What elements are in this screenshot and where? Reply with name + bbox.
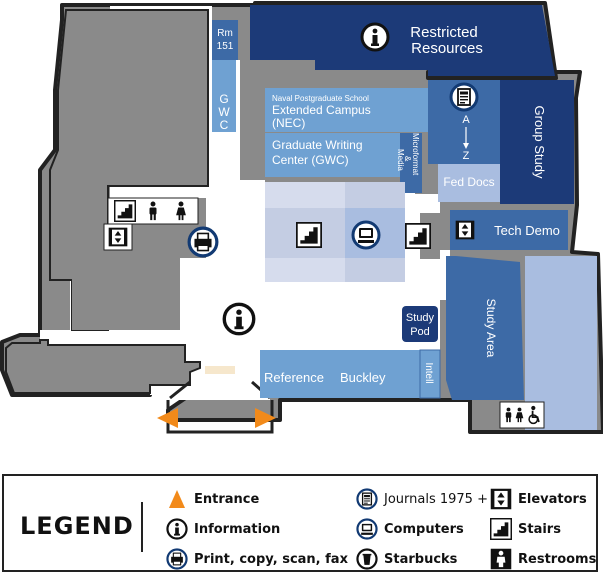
east-stack-area (525, 256, 597, 430)
gwc-side-room[interactable]: G W C (212, 60, 236, 132)
entrance-icon (166, 488, 188, 510)
information-icon (166, 518, 188, 540)
journals-z-label: Z (463, 150, 470, 162)
print-station-icon[interactable] (187, 226, 219, 258)
legend-print: Print, copy, scan, fax (166, 548, 348, 570)
west-amenities (103, 197, 199, 251)
tech-demo-label: Tech Demo (494, 223, 560, 238)
restricted-resources-room[interactable]: Restricted Resources (250, 5, 555, 76)
entrance-arrow-left-icon (157, 408, 178, 428)
study-area-label: Study Area (484, 299, 498, 358)
journal-icon (356, 488, 378, 510)
entrance-doorway (157, 366, 276, 434)
study-area-room[interactable]: Study Area (446, 256, 524, 400)
legend-entrance-label: Entrance (194, 491, 260, 507)
restricted-info-icon (360, 22, 390, 52)
gwc-label-line1: Graduate Writing (272, 138, 363, 152)
reference-label: Reference (264, 370, 324, 385)
legend-stairs-label: Stairs (518, 521, 561, 537)
nec-room[interactable]: Naval Postgraduate School Extended Campu… (265, 88, 428, 132)
fed-docs-label: Fed Docs (443, 175, 494, 189)
starbucks-cup-icon (356, 548, 378, 570)
legend-entrance: Entrance (166, 488, 259, 510)
legend: LEGEND Entrance Information Print, copy,… (2, 474, 598, 572)
restroom-icon (490, 548, 512, 570)
group-study-room[interactable]: Group Study (500, 80, 574, 204)
legend-information-label: Information (194, 521, 281, 537)
nec-label-line2: (NEC) (272, 116, 305, 130)
tech-demo-room[interactable]: Tech Demo (450, 210, 568, 250)
restricted-label-line2: Resources (411, 40, 483, 57)
journals-room[interactable]: A Z (428, 80, 500, 164)
legend-journals: Journals 1975 + (356, 488, 488, 510)
central-reading-area (265, 182, 405, 282)
west-stairs-icon (114, 200, 136, 222)
floor-map: Rm 151 G W C Restricted Resources Naval … (0, 1, 603, 434)
entrance-arrow-right-icon (255, 408, 276, 428)
legend-computers-label: Computers (384, 521, 464, 537)
tech-demo-elevator-icon (455, 220, 475, 240)
east-stairs-icon (404, 223, 432, 249)
gwc-side-letter-w: W (218, 105, 230, 119)
computers-icon[interactable] (351, 220, 381, 250)
study-pod-label-line2: Pod (410, 326, 430, 338)
intell-label: Intell (423, 362, 434, 383)
legend-elevators-label: Elevators (518, 491, 587, 507)
reference-room[interactable]: Reference Buckley (260, 350, 420, 398)
microformat-media-room[interactable]: Microformat & Media (396, 133, 422, 193)
legend-restrooms-label: Restrooms (518, 551, 597, 567)
legend-title: LEGEND (20, 512, 134, 540)
microformat-label-line3: Media (396, 149, 405, 171)
legend-stairs: Stairs (490, 518, 561, 540)
legend-print-label: Print, copy, scan, fax (194, 551, 348, 567)
journals-icon (449, 82, 479, 112)
buckley-label: Buckley (340, 370, 386, 385)
microformat-label-line2: & (403, 156, 412, 162)
legend-information: Information (166, 518, 280, 540)
journals-a-label: A (462, 114, 470, 126)
room-151[interactable]: Rm 151 (212, 20, 238, 60)
information-desk-icon[interactable] (222, 302, 256, 336)
elevator-icon (490, 488, 512, 510)
legend-divider (141, 502, 143, 552)
study-pod-label-line1: Study (406, 312, 435, 324)
legend-journals-label: Journals 1975 + (384, 491, 488, 507)
room-151-label-line1: Rm (217, 28, 233, 39)
gwc-label-line2: Center (GWC) (272, 153, 349, 167)
fed-docs-room[interactable]: Fed Docs (438, 164, 500, 202)
gwc-side-letter-g: G (219, 92, 228, 106)
group-study-label: Group Study (532, 106, 547, 179)
intell-room[interactable]: Intell (419, 349, 441, 399)
legend-restrooms: Restrooms (490, 548, 596, 570)
nec-label-line1: Extended Campus (272, 103, 371, 117)
east-stairs (404, 213, 440, 259)
legend-starbucks-label: Starbucks (384, 551, 458, 567)
room-151-label-line2: 151 (217, 41, 234, 52)
legend-computers: Computers (356, 518, 464, 540)
gwc-side-letter-c: C (220, 118, 229, 132)
study-pod-room[interactable]: Study Pod (402, 306, 438, 342)
gwc-room[interactable]: Graduate Writing Center (GWC) (265, 133, 400, 177)
legend-elevators: Elevators (490, 488, 587, 510)
printer-icon (166, 548, 188, 570)
nec-small-label: Naval Postgraduate School (272, 94, 369, 103)
legend-starbucks: Starbucks (356, 548, 457, 570)
microformat-label-line1: Microformat (411, 133, 420, 176)
west-elevator-icon (108, 227, 128, 247)
stairs-icon (490, 518, 512, 540)
central-stairs-icon (295, 222, 323, 248)
restroom-east[interactable] (499, 401, 545, 429)
computer-icon (356, 518, 378, 540)
restricted-label-line1: Restricted (410, 24, 478, 41)
